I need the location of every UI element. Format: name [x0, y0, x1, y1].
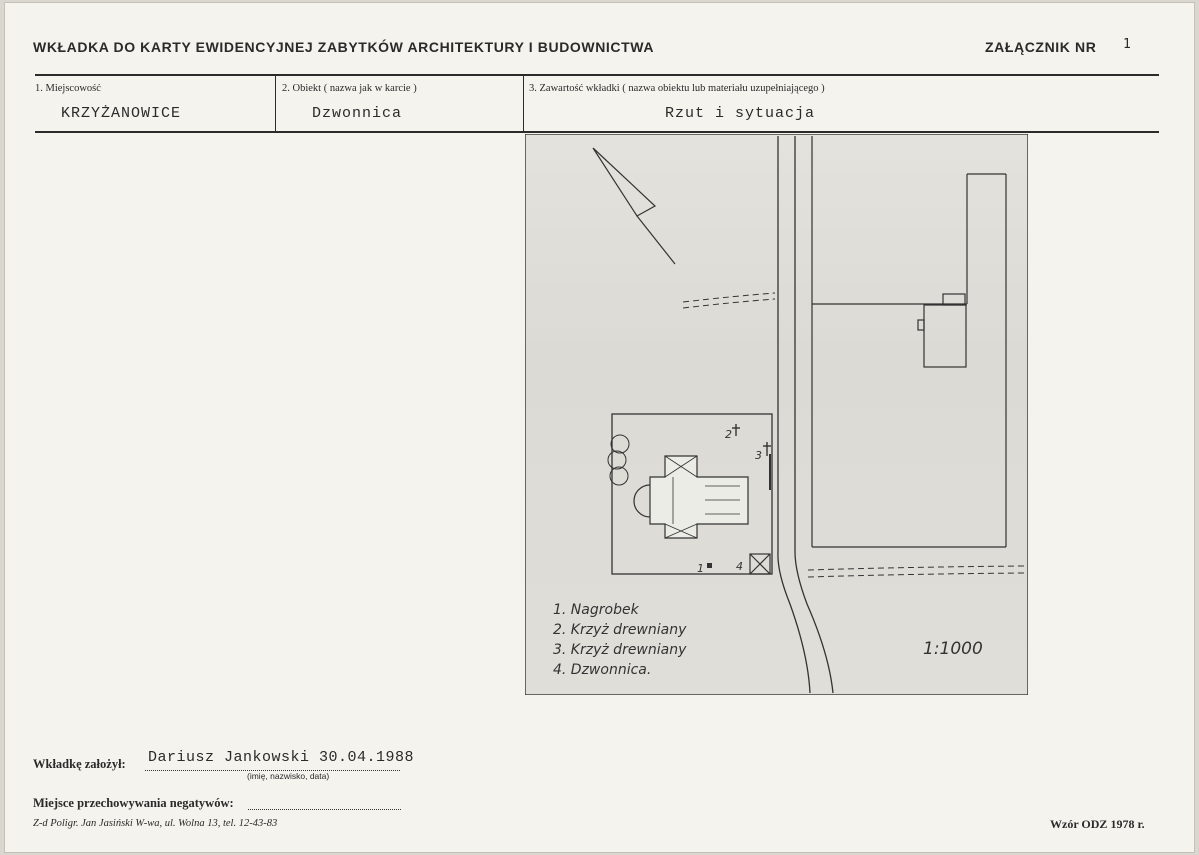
- locality-value: KRZYŻANOWICE: [61, 105, 182, 122]
- plan-frame: [525, 134, 1028, 695]
- negatives-line: [248, 809, 401, 810]
- marker-3: 3: [755, 449, 762, 462]
- scale-label: 1:1000: [923, 639, 983, 659]
- created-by-line: [145, 770, 400, 771]
- trees: [607, 434, 630, 486]
- legend-item-1: 1. Nagrobek: [553, 602, 640, 618]
- contents-value: Rzut i sytuacja: [665, 105, 816, 122]
- road: [777, 136, 834, 694]
- sheet-title: WKŁADKA DO KARTY EWIDENCYJNEJ ZABYTKÓW A…: [33, 39, 655, 55]
- adjacent-plot: [811, 136, 1007, 548]
- field-paths: [682, 292, 1026, 578]
- created-by-label: Wkładkę założył:: [33, 757, 126, 771]
- contents-label: 3. Zawartość wkładki ( nazwa obiektu lub…: [529, 83, 825, 94]
- marker-1: 1: [697, 562, 704, 575]
- marker-4: 4: [736, 560, 743, 573]
- printer-imprint: Z-d Poligr. Jan Jasiński W-wa, ul. Wolna…: [33, 818, 278, 829]
- attachment-number: 1: [1123, 37, 1131, 52]
- farm-building: [917, 293, 967, 368]
- site-plan-drawing: 2 3 1 4 1. Nagrobek 2. Krzyż drewniany 3…: [525, 134, 1028, 695]
- locality-label: 1. Miejscowość: [35, 83, 101, 94]
- column-divider-1: [275, 76, 276, 131]
- negatives-label: Miejsce przechowywania negatywów:: [33, 796, 234, 810]
- template-id: Wzór ODZ 1978 r.: [1050, 817, 1145, 831]
- attachment-label: ZAŁĄCZNIK NR: [985, 39, 1097, 55]
- marker-2: 2: [725, 428, 732, 441]
- inventory-sheet: WKŁADKA DO KARTY EWIDENCYJNEJ ZABYTKÓW A…: [4, 2, 1195, 853]
- object-value: Dzwonnica: [312, 105, 403, 122]
- column-divider-2: [523, 76, 524, 131]
- grave-marker: [707, 563, 712, 568]
- legend-item-4: 4. Dzwonnica.: [553, 662, 651, 678]
- created-by-hint: (imię, nazwisko, data): [247, 771, 330, 781]
- church-plan: [633, 455, 749, 539]
- created-by-value: Dariusz Jankowski 30.04.1988: [148, 749, 415, 766]
- north-arrow: [592, 147, 676, 265]
- header-rule-bottom: [35, 131, 1159, 133]
- legend-item-2: 2. Krzyż drewniany: [553, 622, 687, 638]
- header-rule-top: [35, 74, 1159, 76]
- belfry-symbol: [749, 553, 771, 575]
- wooden-crosses: [732, 424, 771, 490]
- legend-item-3: 3. Krzyż drewniany: [553, 642, 687, 658]
- churchyard-boundary: [611, 413, 773, 575]
- object-label: 2. Obiekt ( nazwa jak w karcie ): [282, 83, 417, 94]
